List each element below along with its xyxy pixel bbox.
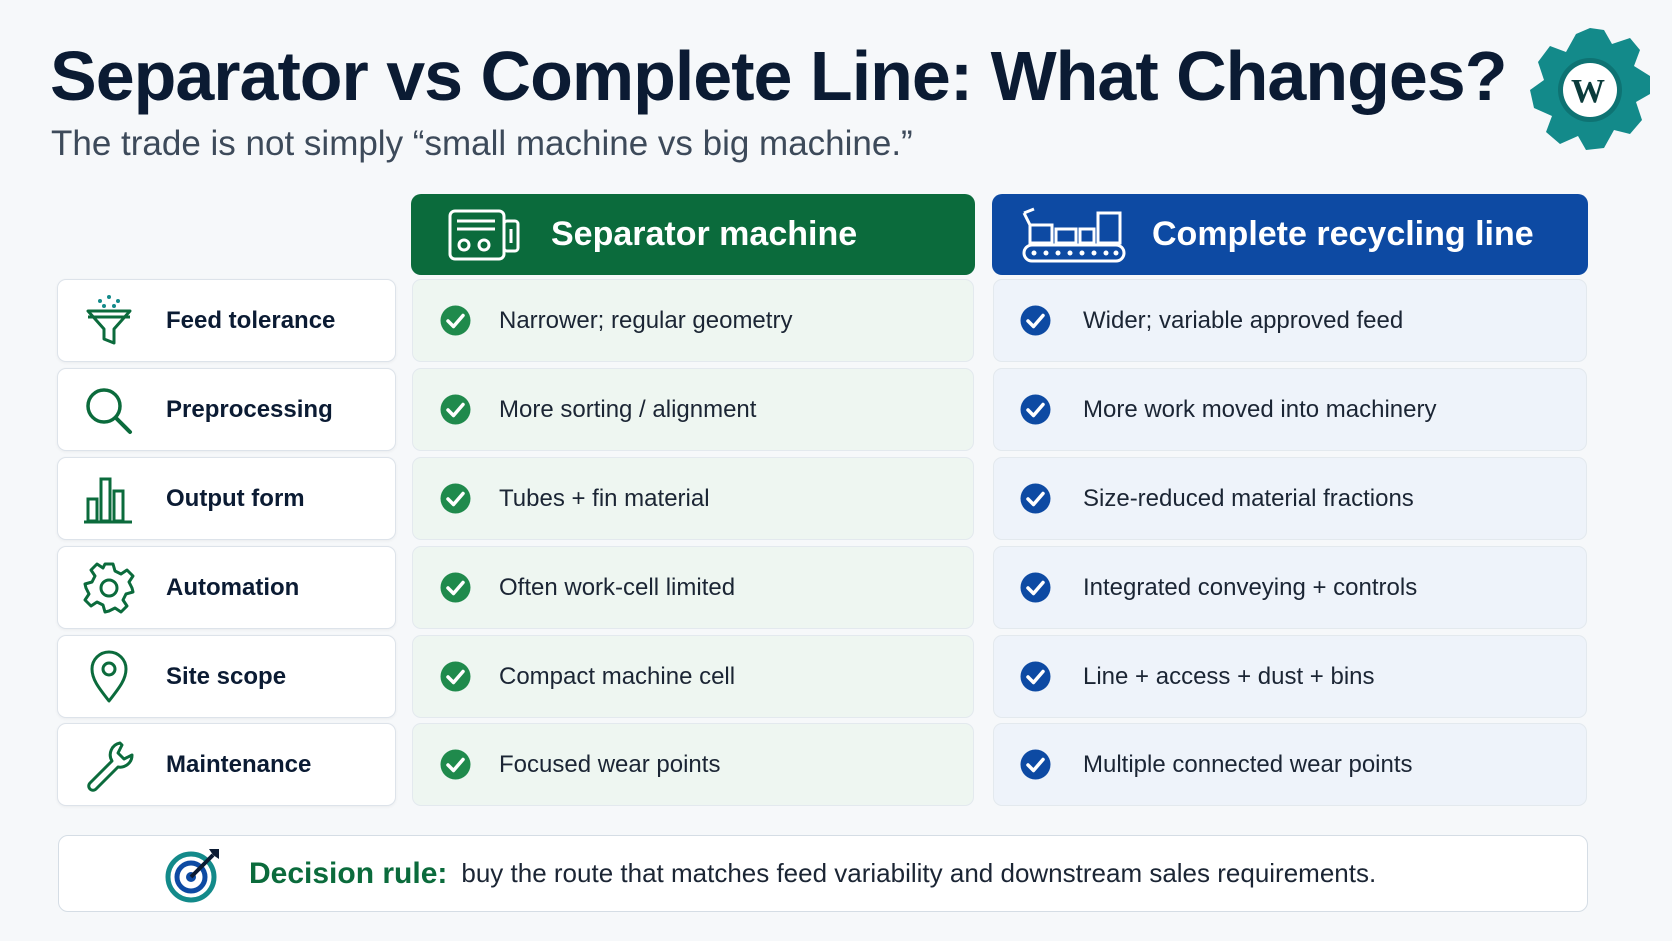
row-label: Maintenance [57,723,396,806]
svg-text:W: W [1571,73,1605,110]
separator-column-header: Separator machine [411,194,975,275]
separator-cell: Compact machine cell [412,635,974,718]
row-label-text: Site scope [166,662,287,690]
line-cell: Line + access + dust + bins [993,635,1587,718]
separator-column-label: Separator machine [551,215,858,253]
line-cell-text: More work moved into machinery [1083,395,1437,423]
line-column-header: Complete recycling line [992,194,1588,275]
check-icon [1020,483,1051,514]
check-icon [440,305,471,336]
separator-cell-text: Focused wear points [499,750,721,778]
separator-machine-icon [448,209,520,260]
row-label-text: Output form [166,484,305,512]
gear-icon [83,562,135,613]
funnel-icon [86,294,132,344]
line-cell: More work moved into machinery [993,368,1587,451]
row-label-text: Maintenance [166,750,312,778]
separator-cell-text: Often work-cell limited [499,573,736,601]
separator-cell: Narrower; regular geometry [412,279,974,362]
row-label: Output form [57,457,396,540]
line-cell: Wider; variable approved feed [993,279,1587,362]
location-pin-icon [90,650,128,702]
row-label-text: Automation [166,573,300,601]
check-icon [440,661,471,692]
row-label-text: Preprocessing [166,395,333,423]
row-label: Site scope [57,635,396,718]
check-icon [1020,749,1051,780]
line-cell: Integrated conveying + controls [993,546,1587,629]
line-cell-text: Wider; variable approved feed [1083,306,1404,334]
check-icon [440,572,471,603]
magnifier-icon [86,387,132,434]
line-cell-text: Size-reduced material fractions [1083,484,1414,512]
decision-rule-box: Decision rule: buy the route that matche… [58,835,1588,912]
brand-logo-icon: W [1530,28,1650,150]
row-label: Automation [57,546,396,629]
check-icon [1020,305,1051,336]
decision-rule-label: Decision rule: [249,856,448,890]
row-label-text: Feed tolerance [166,306,336,334]
separator-cell: Tubes + fin material [412,457,974,540]
separator-cell: More sorting / alignment [412,368,974,451]
line-cell-text: Line + access + dust + bins [1083,662,1375,690]
bar-chart-icon [84,477,132,523]
separator-cell-text: Compact machine cell [499,662,736,690]
check-icon [440,483,471,514]
separator-cell: Often work-cell limited [412,546,974,629]
row-label: Preprocessing [57,368,396,451]
check-icon [1020,661,1051,692]
check-icon [440,394,471,425]
line-cell: Multiple connected wear points [993,723,1587,806]
check-icon [1020,572,1051,603]
page-subtitle: The trade is not simply “small machine v… [51,124,913,163]
target-arrow-icon [165,848,219,902]
separator-cell-text: Tubes + fin material [499,484,710,512]
line-cell: Size-reduced material fractions [993,457,1587,540]
check-icon [1020,394,1051,425]
page-title: Separator vs Complete Line: What Changes… [50,37,1507,115]
line-cell-text: Multiple connected wear points [1083,750,1413,778]
check-icon [440,749,471,780]
wrench-icon [87,741,134,792]
separator-cell-text: More sorting / alignment [499,395,757,423]
line-column-label: Complete recycling line [1152,215,1534,253]
separator-cell-text: Narrower; regular geometry [499,306,793,334]
decision-rule-text: buy the route that matches feed variabil… [461,858,1377,888]
line-cell-text: Integrated conveying + controls [1083,573,1418,601]
conveyor-line-icon [1022,207,1126,262]
separator-cell: Focused wear points [412,723,974,806]
row-label: Feed tolerance [57,279,396,362]
